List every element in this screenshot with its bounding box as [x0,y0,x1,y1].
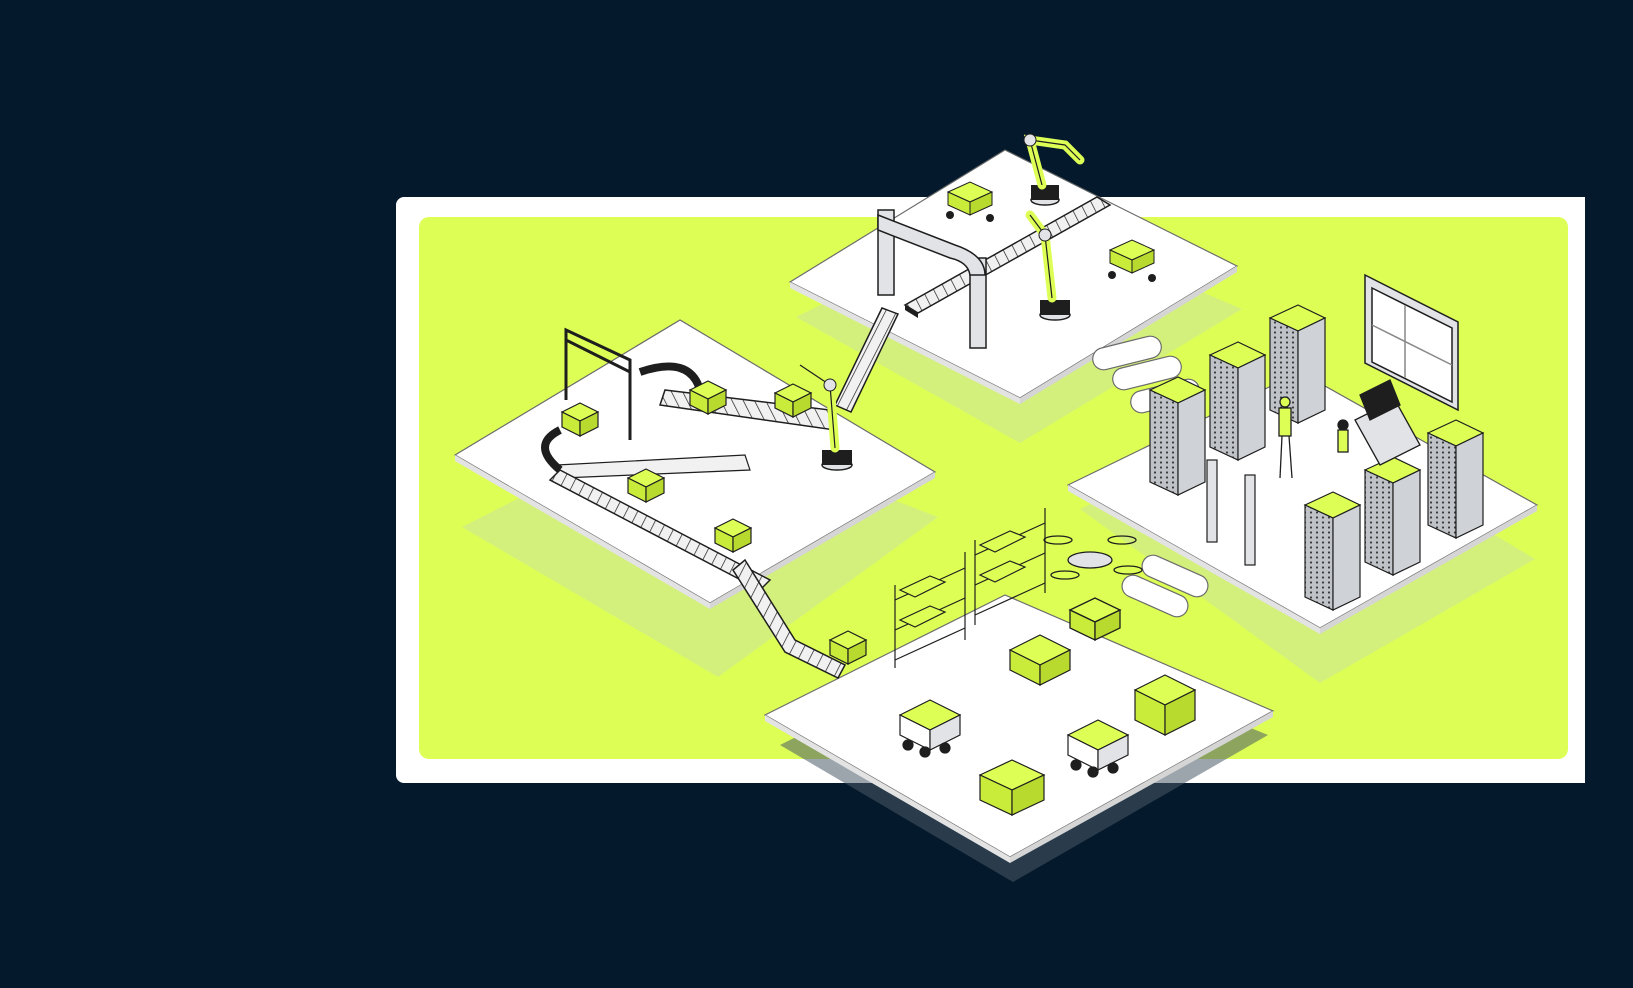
agv-robot-icon [898,699,962,758]
packaging-frame [564,327,632,440]
conveyor-belts [541,196,1112,679]
packing-boxes [560,380,868,665]
server-rack-icon [1268,304,1327,424]
bollards [1206,459,1256,566]
agv-robot-icon [1066,719,1130,778]
box-stacks [978,634,1197,816]
server-rack-icon [1363,456,1422,576]
drone-icon [1043,535,1143,642]
wall-monitor-icon [1364,273,1459,412]
robot-arm-icon [795,360,853,471]
control-desk [1278,379,1421,479]
agv-robots [898,699,1130,778]
server-rack-icon [1148,376,1207,496]
platform-assembly [788,149,1239,404]
robot-arms [795,133,1085,471]
circuit-carts [946,181,1156,282]
server-racks [1148,304,1485,611]
shelving-icon [894,552,966,668]
shelving-icon [974,508,1046,625]
gantry-arch [877,209,987,349]
platform-warehouse [763,594,1275,863]
server-rack-icon [1426,419,1485,539]
robot-arm-icon [1023,133,1085,206]
server-rack-icon [1303,491,1362,611]
shelving-units [894,508,1046,668]
robot-arm-icon [1025,210,1071,321]
server-rack-icon [1208,341,1267,461]
